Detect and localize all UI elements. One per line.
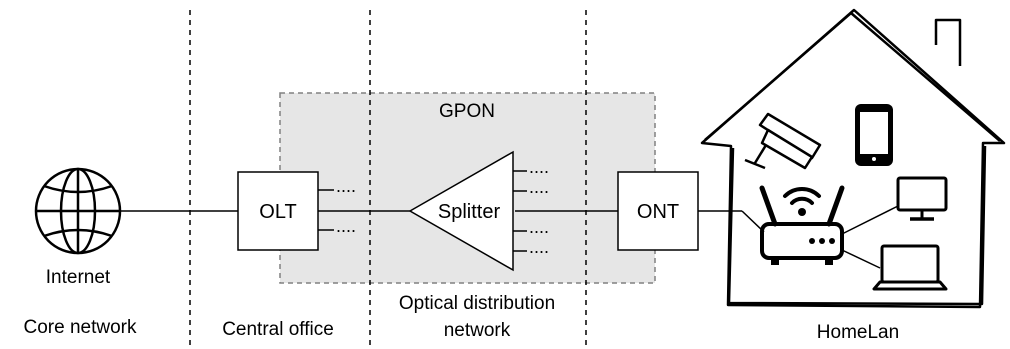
ont-label: ONT [637, 201, 679, 223]
olt-label: OLT [259, 201, 296, 223]
internet-label: Internet [46, 267, 111, 288]
zone-label-home: HomeLan [817, 322, 899, 343]
zone-label-core: Core network [24, 317, 137, 338]
zone-label-central: Central office [222, 319, 334, 340]
gpon-label: GPON [439, 101, 495, 122]
splitter-port-dots-1: .... [529, 157, 549, 177]
house-icon [700, 8, 1006, 309]
phone-icon [855, 104, 893, 166]
ont-box [617, 171, 699, 251]
splitter-port-dots-2: .... [529, 177, 549, 197]
globe-icon [34, 167, 122, 255]
laptop-icon [872, 244, 948, 291]
zone-label-odn-line2: network [444, 320, 511, 341]
splitter-label: Splitter [438, 201, 501, 223]
olt-box [237, 171, 319, 251]
splitter-triangle [408, 150, 514, 272]
router-icon [759, 185, 845, 265]
olt-port-dots-2: .... [336, 216, 356, 236]
camera-icon [744, 112, 822, 170]
olt-ports [318, 189, 334, 231]
olt-port-dots-1: .... [336, 176, 356, 196]
splitter-port-dots-3: .... [529, 217, 549, 237]
splitter-ports [513, 170, 527, 252]
zone-label-odn-line1: Optical distribution [399, 293, 555, 314]
splitter-port-dots-4: .... [529, 237, 549, 257]
home-links [741, 205, 899, 269]
monitor-icon [896, 176, 948, 221]
